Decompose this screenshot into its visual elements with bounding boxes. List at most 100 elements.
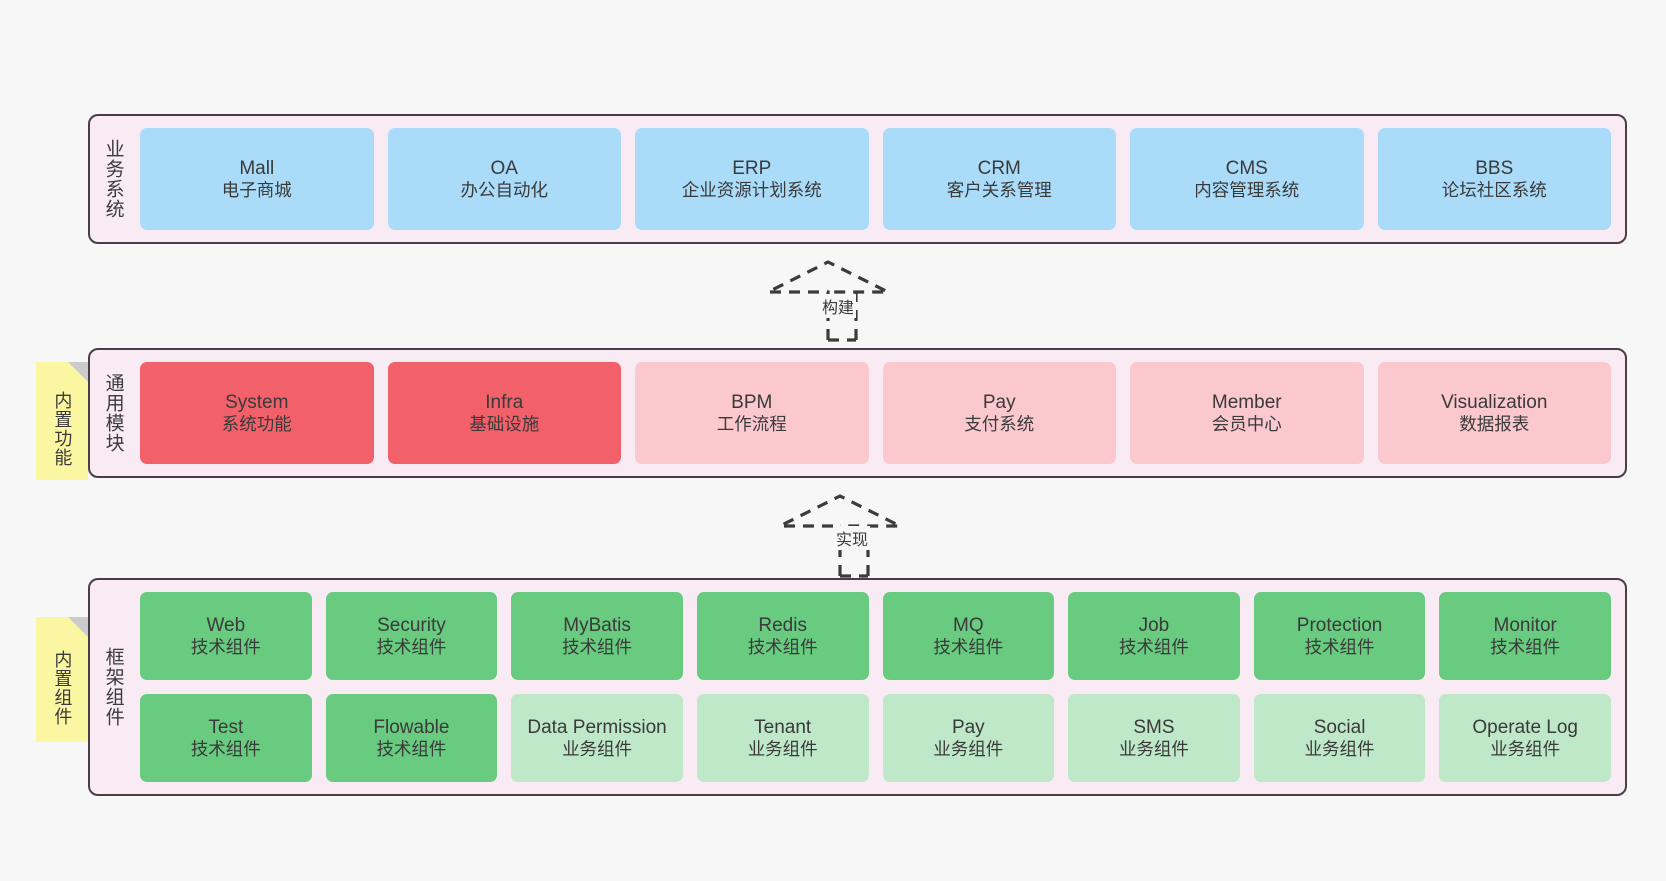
card-title-en: Security	[377, 614, 446, 636]
card-title-cn: 技术组件	[1304, 636, 1375, 657]
card-title-en: SMS	[1133, 716, 1175, 738]
card-title-cn: 内容管理系统	[1194, 179, 1300, 200]
card-pay[interactable]: Pay 支付系统	[882, 362, 1116, 464]
card-cms[interactable]: CMS 内容管理系统	[1130, 128, 1364, 230]
card-bpm[interactable]: BPM 工作流程	[635, 362, 869, 464]
card-monitor[interactable]: Monitor 技术组件	[1439, 592, 1611, 680]
card-title-cn: 基础设施	[469, 413, 540, 434]
card-visualization[interactable]: Visualization 数据报表	[1377, 362, 1611, 464]
card-title-cn: 客户关系管理	[946, 179, 1052, 200]
card-tenant[interactable]: Tenant 业务组件	[696, 694, 869, 782]
card-title-en: Pay	[951, 716, 985, 738]
card-title-en: BPM	[731, 391, 773, 413]
card-mq[interactable]: MQ 技术组件	[882, 592, 1055, 680]
card-title-cn: 技术组件	[562, 636, 633, 657]
card-title-cn: 会员中心	[1211, 413, 1282, 434]
card-title-cn: 技术组件	[190, 636, 261, 657]
card-row: Web 技术组件 Security 技术组件 MyBatis 技术组件 Redi…	[140, 592, 1611, 680]
card-member[interactable]: Member 会员中心	[1130, 362, 1364, 464]
layer-common-module: 通用模块 System 系统功能 Infra 基础设施 BPM 工作流程 Pay…	[88, 348, 1627, 478]
card-title-cn: 技术组件	[190, 738, 261, 759]
card-operate-log[interactable]: Operate Log 业务组件	[1439, 694, 1611, 782]
card-title-en: System	[225, 391, 289, 413]
card-title-cn: 数据报表	[1459, 413, 1530, 434]
card-social[interactable]: Social 业务组件	[1253, 694, 1426, 782]
card-grid-business-system: Mall 电子商城 OA 办公自动化 ERP 企业资源计划系统 CRM 客户关系…	[136, 116, 1625, 242]
card-protection[interactable]: Protection 技术组件	[1253, 592, 1426, 680]
card-title-cn: 企业资源计划系统	[681, 179, 822, 200]
card-title-cn: 论坛社区系统	[1441, 179, 1547, 200]
connector-build: 构建	[758, 260, 918, 345]
card-title-en: Data Permission	[527, 716, 667, 738]
sticky-note-builtin-features: 内置功能	[36, 362, 88, 480]
card-row: Test 技术组件 Flowable 技术组件 Data Permission …	[140, 694, 1611, 782]
card-data-permission[interactable]: Data Permission 业务组件	[511, 694, 683, 782]
card-title-en: Web	[206, 614, 246, 636]
layer-business-system: 业务系统 Mall 电子商城 OA 办公自动化 ERP 企业资源计划系统 CRM…	[88, 114, 1627, 244]
card-title-en: Infra	[485, 391, 524, 413]
card-oa[interactable]: OA 办公自动化	[387, 128, 621, 230]
card-title-en: Pay	[982, 391, 1016, 413]
card-title-en: Mall	[239, 157, 275, 179]
card-flowable[interactable]: Flowable 技术组件	[325, 694, 498, 782]
card-web[interactable]: Web 技术组件	[140, 592, 312, 680]
sticky-note-label: 内置组件	[52, 649, 73, 726]
card-title-en: Tenant	[754, 716, 812, 738]
card-mall[interactable]: Mall 电子商城	[140, 128, 374, 230]
card-title-en: Member	[1211, 391, 1282, 413]
card-title-cn: 系统功能	[221, 413, 292, 434]
card-title-en: Social	[1313, 716, 1366, 738]
card-title-cn: 支付系统	[964, 413, 1035, 434]
card-title-en: MQ	[953, 614, 984, 636]
layer-label-framework-component: 框架组件	[102, 647, 124, 727]
card-title-cn: 技术组件	[1118, 636, 1189, 657]
card-grid-common-module: System 系统功能 Infra 基础设施 BPM 工作流程 Pay 支付系统…	[136, 350, 1625, 476]
card-title-cn: 业务组件	[1304, 738, 1375, 759]
card-system[interactable]: System 系统功能	[140, 362, 374, 464]
card-title-cn: 业务组件	[1490, 738, 1561, 759]
folded-corner-icon	[68, 362, 88, 382]
card-pay-business[interactable]: Pay 业务组件	[882, 694, 1055, 782]
card-title-cn: 业务组件	[747, 738, 818, 759]
card-title-cn: 技术组件	[1490, 636, 1561, 657]
card-security[interactable]: Security 技术组件	[325, 592, 498, 680]
card-sms[interactable]: SMS 业务组件	[1068, 694, 1240, 782]
card-title-cn: 工作流程	[716, 413, 787, 434]
card-infra[interactable]: Infra 基础设施	[387, 362, 621, 464]
card-title-en: ERP	[732, 157, 772, 179]
card-title-en: Monitor	[1493, 614, 1557, 636]
sticky-note-label: 内置功能	[52, 391, 73, 467]
card-title-en: CRM	[977, 157, 1021, 179]
card-mybatis[interactable]: MyBatis 技术组件	[511, 592, 683, 680]
card-test[interactable]: Test 技术组件	[140, 694, 312, 782]
connector-label-build: 构建	[820, 294, 857, 318]
card-title-en: Job	[1138, 614, 1170, 636]
layer-label-common-module: 通用模块	[102, 373, 124, 453]
connector-implement: 实现	[772, 492, 932, 580]
card-title-cn: 技术组件	[933, 636, 1004, 657]
card-title-en: BBS	[1475, 157, 1514, 179]
card-title-en: CMS	[1225, 157, 1268, 179]
card-job[interactable]: Job 技术组件	[1068, 592, 1240, 680]
card-crm[interactable]: CRM 客户关系管理	[882, 128, 1116, 230]
card-title-cn: 技术组件	[747, 636, 818, 657]
card-bbs[interactable]: BBS 论坛社区系统	[1377, 128, 1611, 230]
card-title-en: Flowable	[373, 716, 450, 738]
card-title-en: Protection	[1296, 614, 1383, 636]
card-title-en: MyBatis	[563, 614, 631, 636]
card-title-en: Redis	[758, 614, 807, 636]
card-title-cn: 技术组件	[376, 738, 447, 759]
sticky-note-builtin-components: 内置组件	[36, 617, 88, 742]
card-title-cn: 业务组件	[562, 738, 633, 759]
card-grid-framework-component: Web 技术组件 Security 技术组件 MyBatis 技术组件 Redi…	[136, 580, 1625, 794]
card-title-en: OA	[490, 157, 518, 179]
folded-corner-icon	[68, 617, 88, 637]
card-redis[interactable]: Redis 技术组件	[696, 592, 869, 680]
card-title-cn: 技术组件	[376, 636, 447, 657]
card-title-en: Operate Log	[1472, 716, 1578, 738]
layer-label-business-system: 业务系统	[102, 139, 124, 219]
card-erp[interactable]: ERP 企业资源计划系统	[635, 128, 869, 230]
connector-label-implement: 实现	[834, 526, 871, 550]
card-title-cn: 电子商城	[221, 179, 292, 200]
layer-framework-component: 框架组件 Web 技术组件 Security 技术组件 MyBatis 技术组件…	[88, 578, 1627, 796]
